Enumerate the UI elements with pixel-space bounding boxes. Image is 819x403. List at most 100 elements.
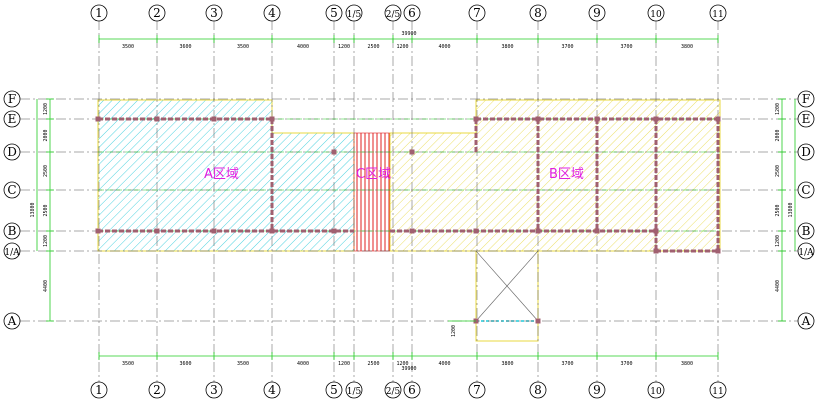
grid-bubble	[797, 143, 815, 161]
grid-bubble	[3, 143, 21, 161]
stair-opening	[475, 250, 539, 342]
grid-bubble-label: B	[802, 224, 811, 238]
column-marker	[653, 116, 659, 122]
grid-bubble	[403, 381, 421, 399]
grid-bubble-label: 2/5	[386, 387, 401, 397]
grid-bubble	[384, 381, 402, 399]
grid-bubble-label: E	[8, 112, 17, 126]
dimension-value: 1200	[396, 44, 408, 50]
dimension-value: 2500	[43, 204, 49, 216]
grid-bubble	[325, 4, 343, 22]
grid-bubble	[384, 4, 402, 22]
dimension-value: 3500	[237, 361, 249, 367]
grid-bubble-label: 1	[95, 6, 103, 20]
column-marker	[473, 228, 479, 234]
grid-bubble	[709, 4, 727, 22]
grid-bubble	[468, 381, 486, 399]
grid-bubble	[3, 181, 21, 199]
grid-bubble-label: D	[7, 145, 17, 159]
grid-bubble	[3, 242, 21, 260]
dimension-total: 39900	[401, 366, 416, 372]
grid-bubble-label: 11	[712, 387, 723, 397]
zone-c-label: C区域	[356, 167, 391, 182]
grid-bubble-label: 10	[650, 10, 662, 20]
dimension-value: 2500	[43, 165, 49, 177]
grid-bubble-label: 1/5	[347, 387, 362, 397]
dimension-value: 3800	[501, 361, 513, 367]
dimension-value: 3800	[681, 44, 693, 50]
grid-bubble	[325, 381, 343, 399]
grid-bubble	[588, 4, 606, 22]
dimension-value: 4000	[297, 44, 309, 50]
grid-bubble	[797, 242, 815, 260]
grid-bubble-label: 8	[534, 383, 542, 397]
beams	[95, 116, 721, 324]
grid-bubble	[403, 4, 421, 22]
grid-bubble-label: 11	[712, 10, 723, 20]
grid-bubble	[647, 381, 665, 399]
dimension-value: 3700	[620, 361, 632, 367]
grid-bubble	[3, 312, 21, 330]
grid-bubble	[647, 4, 665, 22]
grid-bubble-label: E	[802, 112, 811, 126]
column-marker	[154, 228, 160, 234]
grid-bubble	[90, 4, 108, 22]
grid-bubble	[797, 90, 815, 108]
grid-bubble-label: 4	[268, 6, 276, 20]
grid-bubble-label: 1/A	[4, 248, 20, 258]
grid-bubble-label: 1/A	[798, 248, 814, 258]
column-marker	[535, 116, 541, 122]
grid-bubble	[529, 4, 547, 22]
dimension-value: 2000	[43, 129, 49, 141]
dimension-value: 3500	[122, 44, 134, 50]
grid-bubble	[797, 110, 815, 128]
dimension-value: 1200	[43, 103, 49, 115]
grid-bubble-label: 2	[153, 383, 161, 397]
column-marker	[653, 228, 659, 234]
dimension-value: 3700	[561, 44, 573, 50]
dimension-value: 3600	[179, 44, 191, 50]
grid-bubble	[709, 381, 727, 399]
grid-bubble	[3, 110, 21, 128]
grid-bubble-label: 2/5	[386, 10, 401, 20]
dimension-value: 1200	[338, 361, 350, 367]
column-marker	[331, 228, 337, 234]
dimension-value: 1200	[451, 325, 457, 337]
dimension-lines: 3500 3600 3500 4000 1200 2500 1200 4000 3800 3700…	[30, 31, 796, 372]
grid-bubble	[263, 381, 281, 399]
column-marker	[269, 116, 275, 122]
dimension-total: 13800	[30, 202, 36, 217]
grid-bubble-label: D	[801, 145, 811, 159]
dimension-value: 3500	[237, 44, 249, 50]
grid-bubble-label: 6	[408, 6, 416, 20]
grid-bubble-label: 5	[330, 383, 338, 397]
column-marker	[594, 116, 600, 122]
column-marker	[331, 149, 337, 155]
grid-bubble	[148, 381, 166, 399]
grid-bubble	[797, 222, 815, 240]
grid-bubble-label: B	[8, 224, 17, 238]
dimension-value: 1200	[396, 361, 408, 367]
grid-bubble-label: 10	[650, 387, 662, 397]
grid-bubble-label: A	[801, 314, 811, 328]
grid-bubble-label: 9	[593, 383, 601, 397]
column-marker	[95, 228, 101, 234]
dimension-value: 4400	[775, 280, 781, 292]
grid-bubble-label: F	[8, 92, 16, 106]
column-marker	[95, 116, 101, 122]
dimension-value: 3800	[501, 44, 513, 50]
grid-bubble	[529, 381, 547, 399]
column-marker	[154, 116, 160, 122]
dimension-value: 4000	[297, 361, 309, 367]
column-marker	[269, 228, 275, 234]
grid-bubble-label: 8	[534, 6, 542, 20]
grid-bubble	[205, 381, 223, 399]
grid-bubble	[148, 4, 166, 22]
column-marker	[211, 228, 217, 234]
dimension-value: 2500	[775, 204, 781, 216]
column-marker	[653, 248, 659, 254]
dimension-value: 2500	[367, 44, 379, 50]
dimension-value: 3800	[681, 361, 693, 367]
dimension-value: 2500	[775, 165, 781, 177]
